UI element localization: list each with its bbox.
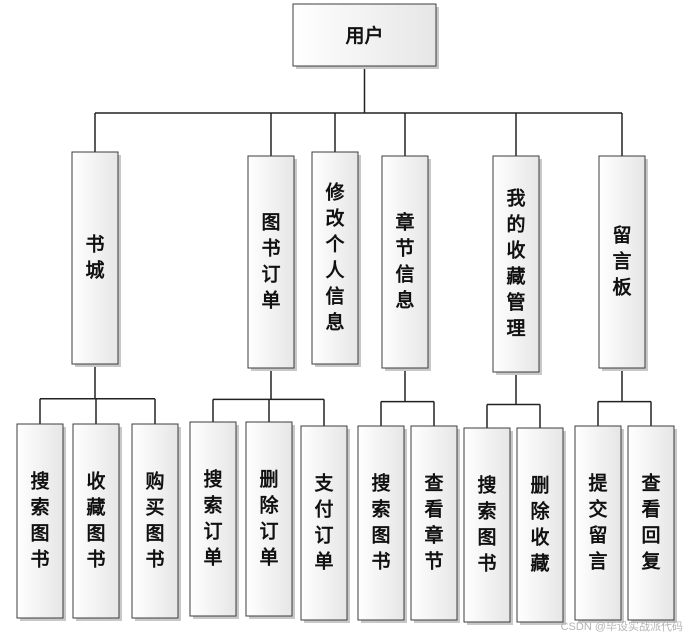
module-box-3: 章节信息 xyxy=(381,155,431,371)
leaf-box-1-2-frame xyxy=(300,425,348,621)
watermark: CSDN @毕设实战派代码 xyxy=(560,621,683,633)
leaf-box-5-1-label: 查看回复 xyxy=(640,472,661,573)
root-box-frame xyxy=(292,3,437,67)
leaf-box-3-1-label: 查看章节 xyxy=(423,472,444,573)
leaf-box-4-0: 搜索图书 xyxy=(463,427,513,625)
leaf-box-0-0-label: 搜索图书 xyxy=(30,470,50,571)
module-box-0-label: 书城 xyxy=(85,234,104,282)
leaf-box-3-0-label: 搜索图书 xyxy=(371,472,391,573)
leaf-box-5-1: 查看回复 xyxy=(627,425,677,623)
module-box-3-frame xyxy=(381,155,429,369)
module-box-4-frame xyxy=(492,155,540,373)
leaf-box-1-2-label: 支付订单 xyxy=(313,473,334,573)
leaf-box-3-0: 搜索图书 xyxy=(357,425,407,623)
leaf-box-0-2: 购买图书 xyxy=(131,423,181,621)
leaf-box-4-0-frame xyxy=(463,427,511,623)
module-box-0: 书城 xyxy=(71,151,121,367)
leaf-box-3-1: 查看章节 xyxy=(410,425,460,623)
leaf-box-4-1-label: 删除收藏 xyxy=(530,475,550,575)
leaf-box-1-2: 支付订单 xyxy=(300,425,350,623)
connector-lines xyxy=(39,66,652,428)
leaf-box-1-0-label: 搜索订单 xyxy=(203,468,223,569)
leaf-box-4-1-frame xyxy=(516,427,564,623)
leaf-box-0-0: 搜索图书 xyxy=(16,423,66,621)
module-box-2-label: 修改个人信息 xyxy=(324,181,345,334)
root-box: 用户 xyxy=(292,3,439,69)
module-box-5: 留言板 xyxy=(598,155,648,371)
leaf-box-4-0-label: 搜索图书 xyxy=(477,474,497,575)
leaf-box-1-0: 搜索订单 xyxy=(189,421,239,619)
leaf-box-3-1-frame xyxy=(410,425,458,621)
leaf-box-3-0-frame xyxy=(357,425,405,621)
leaf-box-0-2-label: 购买图书 xyxy=(145,470,164,571)
module-box-3-label: 章节信息 xyxy=(395,211,414,312)
module-box-0-frame xyxy=(71,151,119,365)
leaf-box-0-1-label: 收藏图书 xyxy=(86,470,105,571)
leaf-box-5-0-label: 提交留言 xyxy=(588,472,608,573)
leaf-box-5-0: 提交留言 xyxy=(574,425,624,623)
module-box-1-frame xyxy=(247,155,295,369)
module-box-1: 图书订单 xyxy=(247,155,297,371)
module-box-5-label: 留言板 xyxy=(612,225,632,299)
module-box-4: 我的收藏管理 xyxy=(492,155,542,375)
leaf-box-1-1: 删除订单 xyxy=(245,421,295,619)
module-box-4-label: 我的收藏管理 xyxy=(506,188,525,340)
module-box-5-frame xyxy=(598,155,646,369)
root-box-label: 用户 xyxy=(345,24,383,47)
leaf-box-1-1-frame xyxy=(245,421,293,617)
leaf-box-5-0-frame xyxy=(574,425,622,621)
leaf-box-0-2-frame xyxy=(131,423,179,619)
module-box-2: 修改个人信息 xyxy=(311,151,361,367)
leaf-box-0-1-frame xyxy=(72,423,120,619)
leaf-box-5-1-frame xyxy=(627,425,675,621)
leaf-box-1-1-label: 删除订单 xyxy=(259,469,279,569)
module-box-2-frame xyxy=(311,151,359,365)
module-box-1-label: 图书订单 xyxy=(261,212,280,312)
leaf-box-1-0-frame xyxy=(189,421,237,617)
leaf-box-0-0-frame xyxy=(16,423,64,619)
leaf-box-0-1: 收藏图书 xyxy=(72,423,122,621)
leaf-box-4-1: 删除收藏 xyxy=(516,427,566,625)
